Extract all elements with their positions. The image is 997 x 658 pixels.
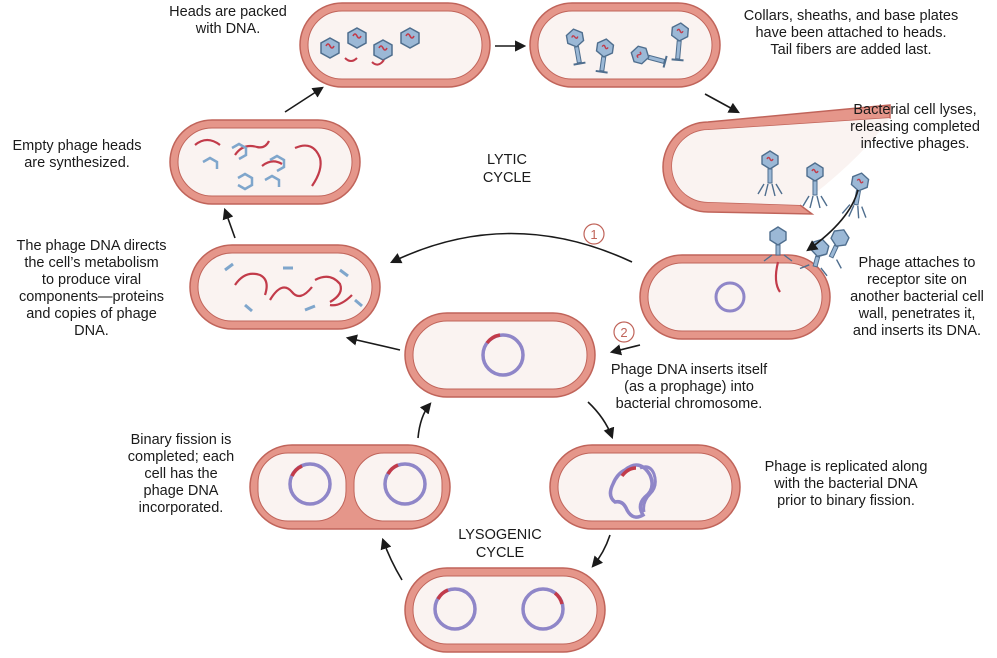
step-marker-1: 1 [583,223,605,245]
arrow-prophage-to-components [345,334,401,351]
label-collars: Collars, sheaths, and base plates have b… [743,8,959,58]
cycle-arrows [222,40,859,581]
cell-lysed [662,104,891,219]
arrow-fission-to-prophage [417,402,432,439]
label-replicated: Phage is replicated along with the bacte… [764,459,928,509]
lytic-cycle-title: LYTIC CYCLE [482,152,532,186]
cell-binary-fission [249,444,451,530]
arrow-replicating-to-two [591,534,611,568]
arrow-prophage-to-replicating [587,401,615,440]
label-lyses: Bacterial cell lyses, releasing complete… [850,102,980,152]
arrow-two-to-fission [380,537,403,581]
label-inserts: Phage DNA inserts itself (as a prophage)… [610,362,768,412]
cell-empty-heads [169,119,361,205]
cell-components-synthesis [189,244,381,330]
lysogenic-cycle-title: LYSOGENIC CYCLE [458,527,542,561]
cell-heads-packed [299,2,491,88]
arrow-lysed-to-attach [806,189,859,252]
cell-assembled-phages [529,2,721,88]
cell-replicating [549,444,741,530]
label-attaches: Phage attaches to receptor site on anoth… [850,255,984,339]
step-number-1: 1 [590,227,597,242]
arrow-empty-to-packed [284,86,324,113]
label-binary-fission: Binary fission is completed; each cell h… [127,432,235,516]
packed-phage-heads [320,27,420,66]
cell-two-chromosomes [404,567,606,653]
viral-components [224,262,363,313]
cell-prophage [404,312,596,398]
released-phages [757,150,870,219]
arrow-assembled-to-lysed [704,93,740,114]
label-heads-packed: Heads are packed with DNA. [169,4,287,37]
label-phage-dna-directs: The phage DNA directs the cell’s metabol… [16,238,167,339]
attaching-phages [763,226,850,277]
arrow-components-to-empty [222,207,236,239]
arrow-step1-lytic [389,232,633,264]
label-empty-heads: Empty phage heads are synthesized. [12,138,142,171]
step-marker-2: 2 [613,321,635,343]
empty-heads-and-dna [194,138,322,191]
cell-phage-attachment [639,226,850,340]
arrow-step2-lysogenic [609,344,641,356]
step-number-2: 2 [620,325,627,340]
assembled-phages [565,22,690,74]
